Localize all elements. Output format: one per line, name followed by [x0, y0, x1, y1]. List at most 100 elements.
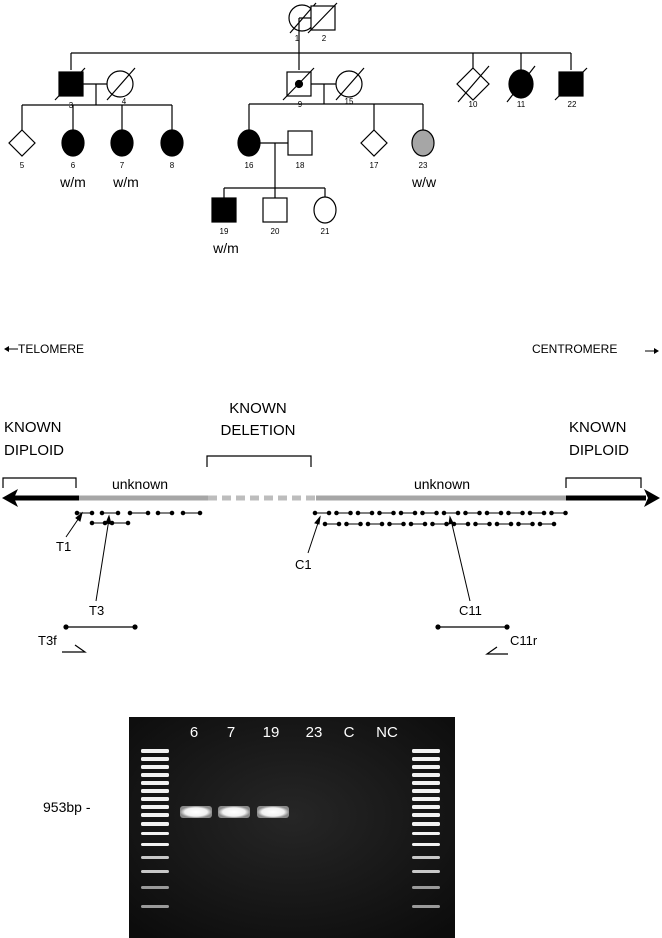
probe-c11-label: C11 — [459, 603, 482, 618]
gel-background — [129, 717, 455, 938]
probe-end — [377, 510, 382, 516]
unknown-left-label: unknown — [112, 476, 168, 492]
known-diploid-left-label-2: DIPLOID — [4, 442, 64, 459]
individual-18 — [287, 130, 313, 156]
individual-17 — [360, 129, 388, 157]
probe-end — [355, 510, 361, 516]
probe-end — [180, 510, 186, 516]
ladder-band — [141, 797, 169, 801]
id-label-11: 11 — [517, 100, 526, 109]
ladder-band — [141, 749, 169, 753]
ladder-band — [141, 822, 169, 826]
primer-reverse-icon — [485, 646, 508, 655]
individual-3 — [54, 67, 86, 101]
ladder-band — [141, 813, 169, 817]
probe-end — [125, 520, 131, 526]
id-label-20: 20 — [271, 227, 280, 236]
sample-bands — [180, 806, 289, 818]
probe-end — [344, 521, 349, 527]
unknown-right-label: unknown — [414, 476, 470, 492]
ladder-band — [412, 781, 440, 785]
arrow-left-icon — [4, 346, 9, 352]
probe-end — [563, 510, 568, 516]
lane-label: 23 — [306, 724, 323, 741]
lane-label: 19 — [263, 724, 280, 741]
id-label-3: 3 — [69, 101, 74, 110]
ladder-band — [412, 870, 440, 873]
probe-end — [444, 521, 449, 527]
lane-labels: 6 7 19 23 C NC — [190, 724, 398, 741]
probe-end — [527, 510, 533, 516]
probe-pointers — [65, 511, 471, 602]
lane-label: C — [344, 724, 355, 741]
orientation-labels: TELOMERE CENTROMERE — [4, 342, 659, 356]
probe-end — [312, 510, 318, 516]
individual-5 — [8, 129, 36, 157]
id-label-22: 22 — [568, 100, 577, 109]
individual-22 — [554, 67, 588, 101]
probe-t3-label: T3 — [89, 603, 104, 618]
id-label-19: 19 — [220, 227, 229, 236]
known-diploid-left-label: KNOWN — [4, 419, 62, 436]
probe-end — [487, 521, 492, 527]
unknown-labels: unknown unknown — [112, 476, 470, 492]
ladder-right — [412, 749, 440, 908]
ladder-band — [412, 832, 440, 835]
ladder-band — [412, 789, 440, 793]
probe-labels: T1 T3 C1 C11 — [56, 539, 482, 618]
probe-end — [465, 521, 471, 527]
ladder-band — [141, 886, 169, 889]
ladder-band — [412, 813, 440, 817]
probe-end — [89, 520, 95, 526]
probe-end — [365, 521, 371, 527]
individual-4 — [106, 67, 136, 101]
ladder-band — [412, 886, 440, 889]
probe-c1-label: C1 — [295, 557, 312, 572]
probe-end — [387, 521, 392, 527]
probe-array — [74, 510, 568, 527]
probe-end — [127, 510, 133, 516]
probe-end — [322, 521, 328, 527]
id-label-10: 10 — [469, 100, 478, 109]
primer-labels: T3f C11r — [38, 633, 538, 648]
probe-end — [155, 510, 161, 516]
ladder-left — [141, 749, 169, 908]
probe-end — [422, 521, 428, 527]
probe-end — [508, 521, 514, 527]
ladder-band — [141, 765, 169, 769]
telomere-label: TELOMERE — [18, 342, 84, 356]
individual-23 — [411, 129, 435, 157]
ladder-band — [412, 856, 440, 859]
probe-end — [537, 521, 543, 527]
ladder-band — [141, 905, 169, 908]
arrow-right-icon — [654, 348, 659, 354]
probe-end — [463, 510, 468, 516]
probe-end — [145, 510, 151, 516]
probe-end — [506, 510, 511, 516]
probe-end — [358, 521, 363, 527]
chromosome-line — [2, 489, 660, 507]
amplicon-markers — [63, 624, 510, 630]
primer-t3f-label: T3f — [38, 633, 57, 648]
gel-image: 6 7 19 23 C NC — [129, 717, 455, 938]
probe-end — [197, 510, 203, 516]
band-lane-7 — [218, 806, 250, 818]
individual-16 — [237, 129, 261, 157]
probe-end — [455, 510, 461, 516]
known-diploid-right-label-2: DIPLOID — [569, 442, 629, 459]
id-label-5: 5 — [20, 161, 25, 170]
individual-19 — [211, 197, 237, 223]
probe-end — [99, 510, 105, 516]
genotype-23: w/w — [411, 174, 437, 190]
known-deletion-label-2: DELETION — [220, 422, 295, 439]
lane-label: 7 — [227, 724, 235, 741]
probe-end — [398, 510, 404, 516]
probe-end — [334, 510, 339, 516]
probe-end — [169, 510, 175, 516]
probe-end — [379, 521, 385, 527]
individual-6 — [61, 129, 85, 157]
id-label-1: 1 — [295, 34, 300, 43]
primer-forward-icon — [62, 644, 87, 653]
ladder-band — [412, 765, 440, 769]
probe-end — [401, 521, 406, 527]
